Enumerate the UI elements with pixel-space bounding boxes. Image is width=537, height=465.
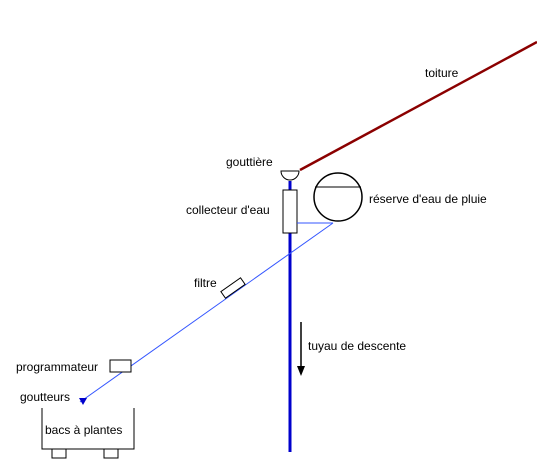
planter-foot-right bbox=[103, 448, 119, 459]
planters-label: bacs à plantes bbox=[45, 423, 122, 437]
water-collector bbox=[282, 189, 298, 234]
timer bbox=[109, 359, 132, 373]
flow-arrow-head-icon bbox=[297, 366, 305, 376]
filter-label: filtre bbox=[194, 276, 217, 290]
irrigation-line bbox=[79, 222, 334, 403]
downpipe-label: tuyau de descente bbox=[308, 339, 406, 353]
tank-label: réserve d'eau de pluie bbox=[369, 192, 487, 206]
rainwater-tank bbox=[313, 172, 363, 222]
filter bbox=[220, 277, 246, 299]
roof-label: toiture bbox=[425, 66, 459, 80]
drippers-label: goutteurs bbox=[20, 390, 70, 404]
timer-label: programmateur bbox=[16, 360, 98, 374]
gutter-label: gouttière bbox=[226, 155, 273, 169]
roof-line bbox=[299, 40, 537, 172]
gutter-shape bbox=[280, 170, 300, 181]
planter-box bbox=[41, 408, 135, 450]
collector-label: collecteur d'eau bbox=[186, 203, 270, 217]
dripper-icon bbox=[79, 398, 87, 405]
planter-foot-left bbox=[51, 448, 67, 459]
